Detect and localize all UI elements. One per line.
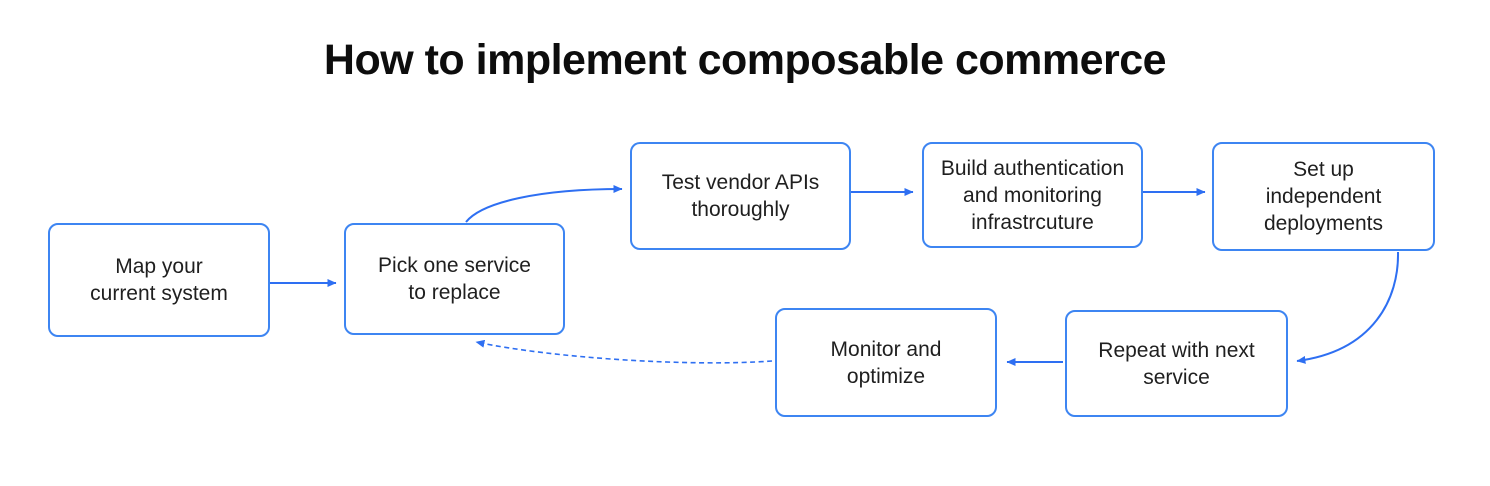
node-label-line: Monitor and: [830, 337, 942, 361]
node-label-line: Pick one service: [378, 254, 531, 277]
edge-setup-to-repeat-arrow: [1296, 251, 1400, 364]
flow-node-map-current-system: Map your current system: [48, 223, 270, 337]
node-label-line: Repeat with next: [1098, 338, 1255, 362]
node-label-line: optimize: [846, 364, 926, 388]
node-label-line: deployments: [1263, 212, 1384, 235]
node-label-line: Build authentication: [940, 156, 1125, 180]
page-title: How to implement composable commerce: [323, 36, 1167, 84]
flow-node-pick-one-service: Pick one service to replace: [344, 223, 565, 335]
node-label-line: to replace: [408, 281, 501, 304]
node-label-line: and monitoring: [963, 183, 1102, 207]
flow-node-repeat-with-next-service: Repeat with next service: [1065, 310, 1288, 417]
node-label-line: service: [1143, 365, 1210, 389]
node-label-line: independent: [1265, 185, 1382, 208]
edge-monitor-to-pick-dashed-arrow: [475, 339, 773, 364]
edge-pick-to-test-arrow: [465, 185, 623, 223]
flow-node-monitor-and-optimize: Monitor and optimize: [775, 308, 997, 417]
flow-node-test-vendor-apis: Test vendor APIs thoroughly: [630, 142, 851, 250]
node-label-line: Set up: [1293, 158, 1354, 181]
node-label-line: infrastrcuture: [971, 210, 1094, 234]
node-label-line: current system: [90, 282, 228, 305]
flow-node-set-up-independent-deployments: Set up independent deployments: [1212, 142, 1435, 251]
flow-node-build-auth-monitoring: Build authentication and monitoring infr…: [922, 142, 1143, 248]
node-label-line: thoroughly: [691, 198, 790, 221]
node-label-line: Test vendor APIs: [661, 171, 820, 194]
node-label-line: Map your: [115, 255, 203, 278]
